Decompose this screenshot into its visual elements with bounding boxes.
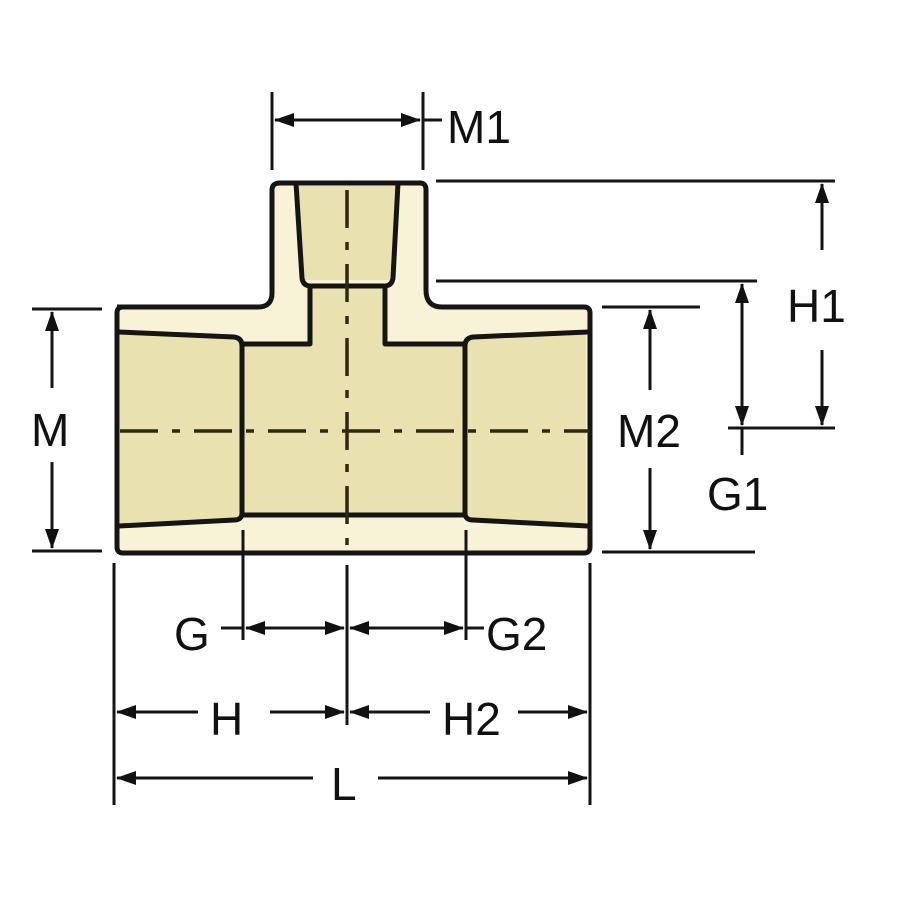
label-l: L (331, 758, 357, 810)
label-m1: M1 (447, 101, 511, 153)
label-h1: H1 (787, 280, 846, 332)
left-socket-outline (118, 329, 245, 529)
label-m2: M2 (617, 405, 681, 457)
label-g: G (174, 608, 210, 660)
right-socket-outline (462, 329, 589, 529)
center-bore (243, 286, 464, 515)
center-bore-top-right (382, 286, 465, 347)
right-socket-bore (467, 332, 586, 526)
branch-socket-bore (296, 186, 397, 280)
center-bore-top-left (242, 286, 313, 347)
label-h: H (210, 693, 243, 745)
tee-body-outline (114, 180, 593, 556)
left-socket-bore (120, 332, 240, 526)
label-h2: H2 (442, 693, 501, 745)
label-m: M (31, 404, 69, 456)
label-g2: G2 (486, 608, 547, 660)
label-g1: G1 (707, 468, 768, 520)
